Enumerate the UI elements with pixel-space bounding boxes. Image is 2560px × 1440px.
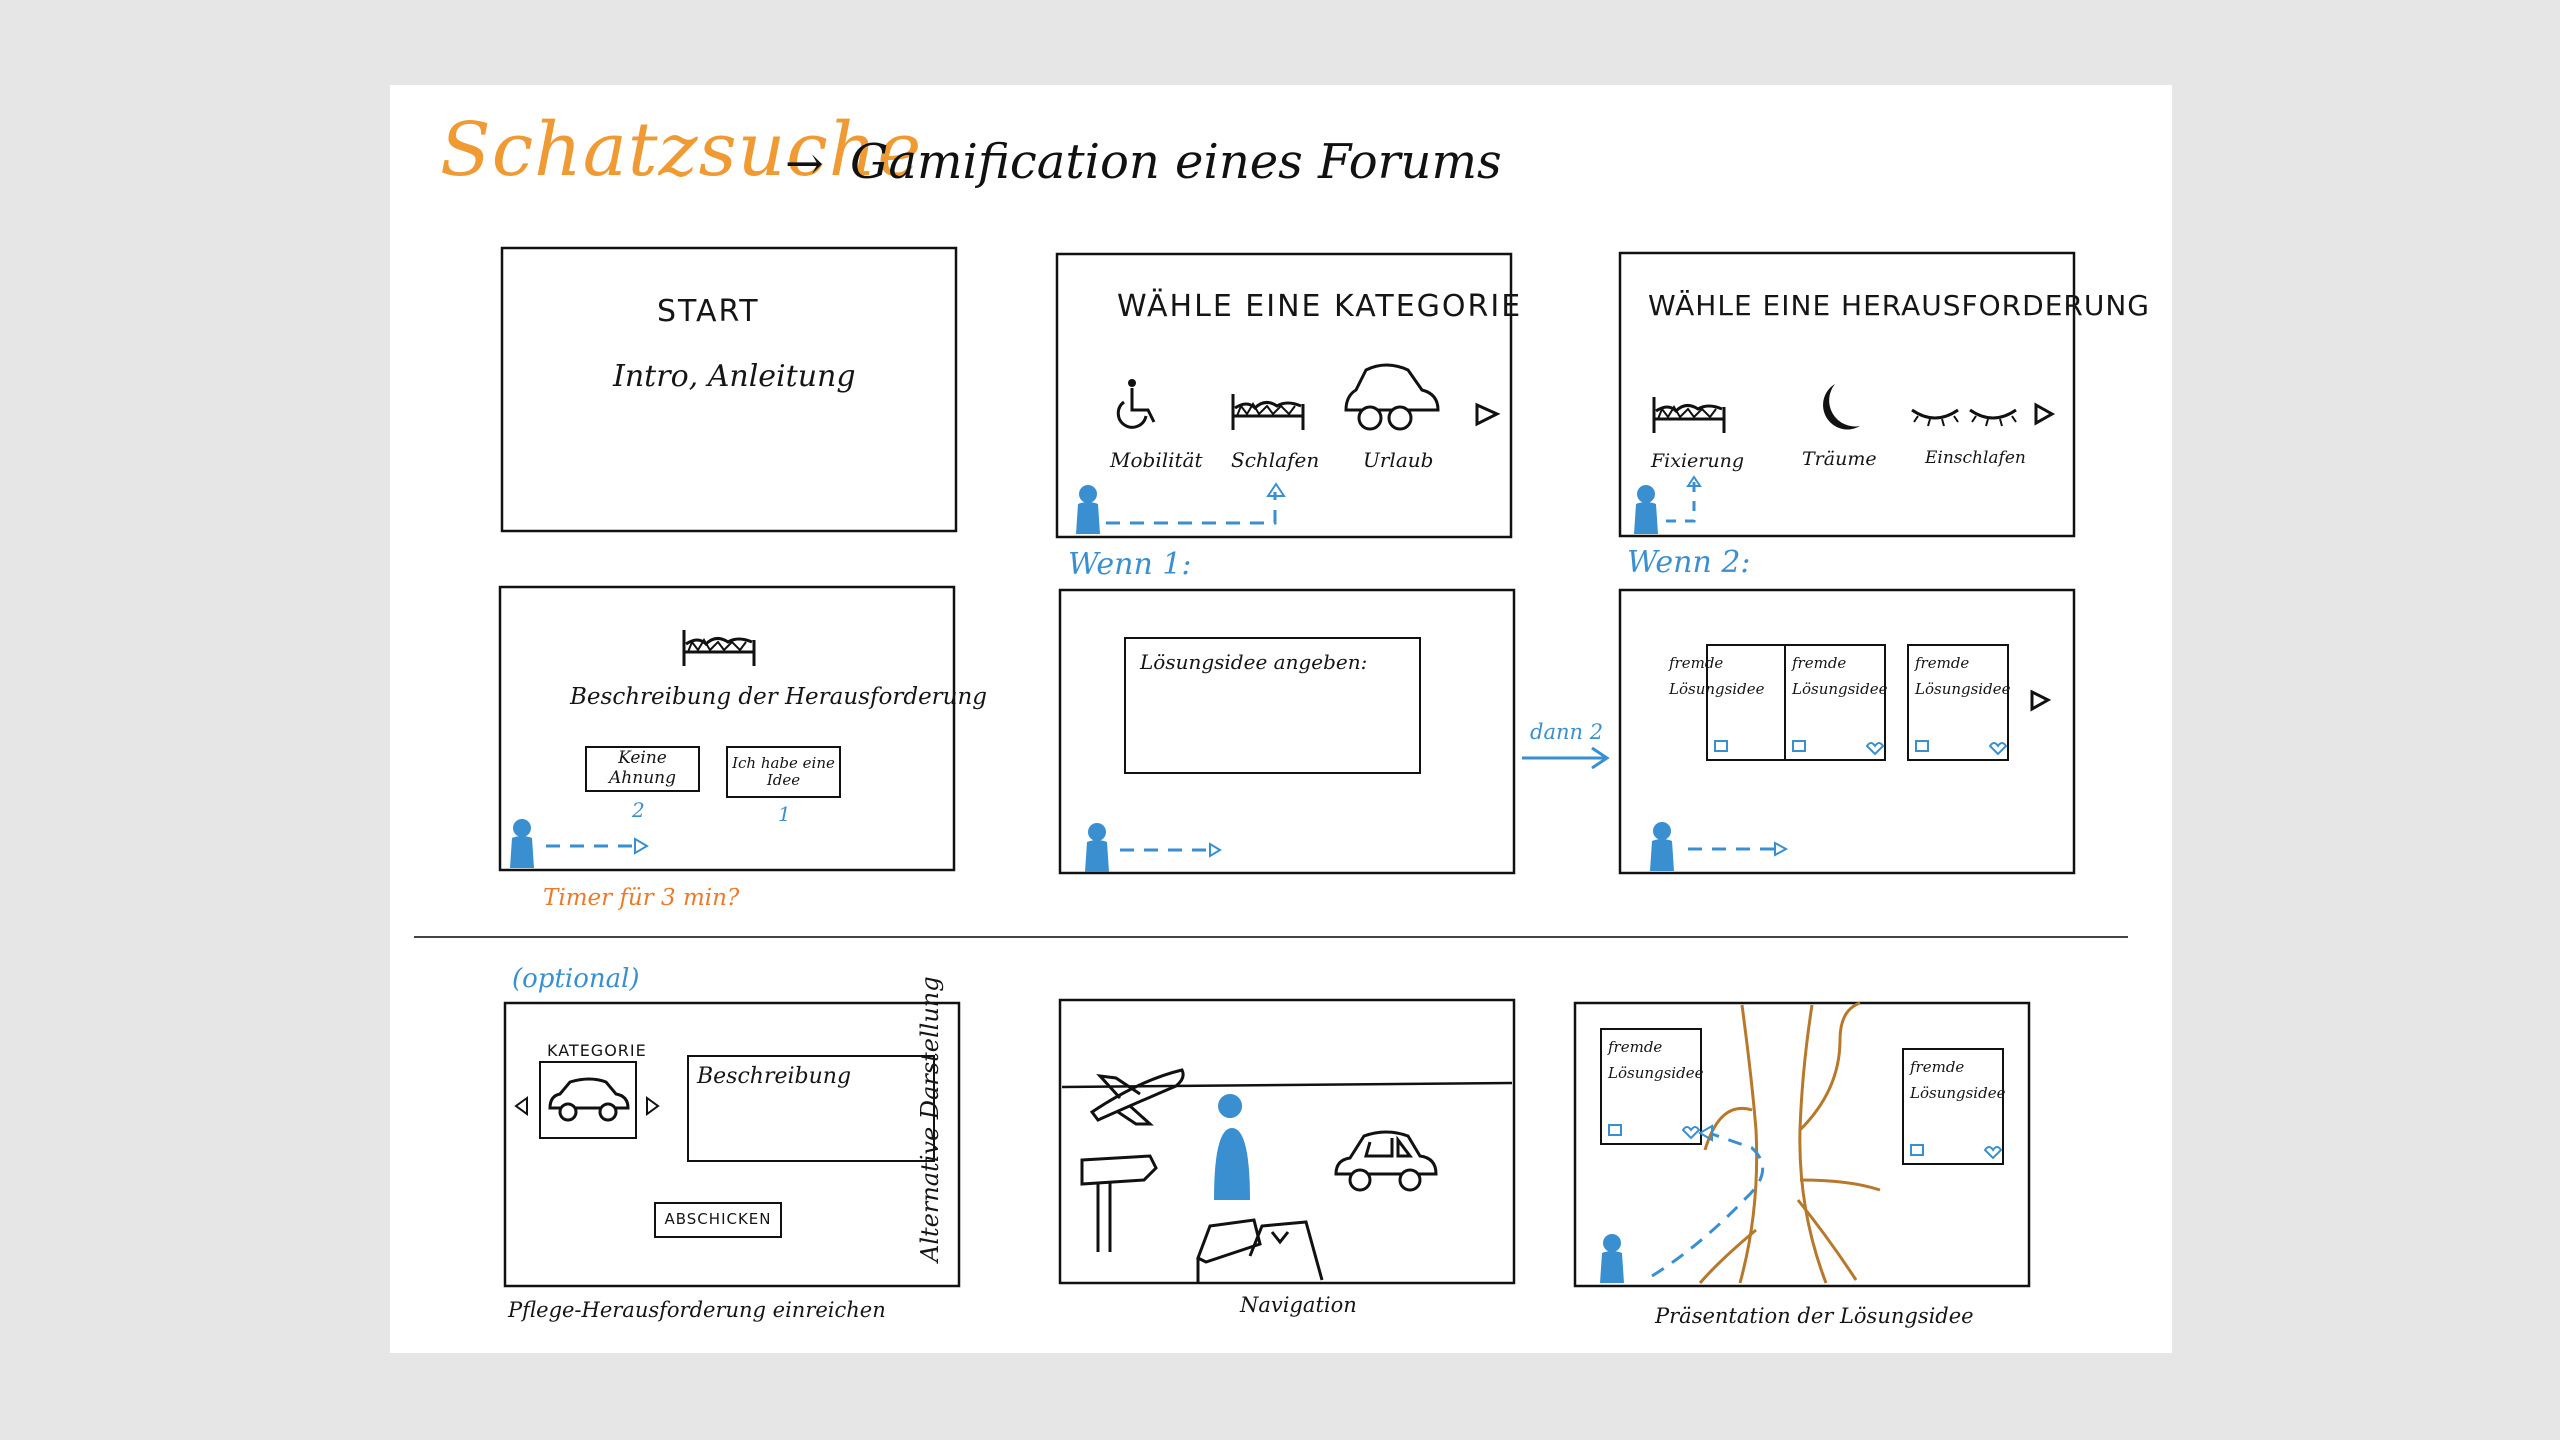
panel-wenn2 (1618, 588, 2076, 875)
keine-ahnung-button[interactable]: Keine Ahnung (585, 746, 700, 792)
moon-icon (1823, 384, 1860, 430)
panel-herausforderung (1618, 251, 2076, 538)
navigation-caption: Navigation (1240, 1293, 1357, 1317)
car-icon (548, 1077, 630, 1122)
card-title: fremde (1910, 1058, 1965, 1076)
player-figure-icon (510, 819, 534, 868)
timer-note: Timer für 3 min? (543, 885, 740, 911)
beschreibung-text: Beschreibung der Herausforderung (570, 684, 988, 710)
card-title: fremde (1792, 654, 1847, 672)
panel-start (500, 246, 958, 533)
kategorie-label-mobilitat[interactable]: Mobilität (1110, 448, 1203, 472)
herausforderung-label-traume[interactable]: Träume (1802, 448, 1877, 470)
card-subtitle: Lösungsidee (1792, 680, 1888, 698)
player-figure-icon (1634, 485, 1658, 534)
panel-wenn1 (1058, 588, 1516, 875)
panel-praesentation (1573, 1001, 2031, 1288)
idee-button[interactable]: Ich habe eine Idee (726, 746, 841, 798)
card-subtitle: Lösungsidee (1910, 1084, 2006, 1102)
herausforderung-label-einschlafen[interactable]: Einschlafen (1925, 448, 2026, 468)
car-icon (1334, 1130, 1438, 1192)
pflege-caption: Pflege-Herausforderung einreichen (508, 1298, 886, 1322)
card-subtitle: Lösungsidee (1915, 680, 2011, 698)
page-subtitle: Gamification eines Forums (850, 134, 1502, 190)
kategorie-label-schlafen[interactable]: Schlafen (1231, 448, 1320, 472)
praesentation-caption: Präsentation der Lösungsidee (1655, 1304, 1974, 1328)
wheelchair-icon (1116, 379, 1156, 429)
next-arrow-icon (2034, 402, 2056, 426)
card-title: fremde (1669, 654, 1724, 672)
tree-icon (1698, 1001, 1881, 1284)
signpost-icon (1080, 1154, 1158, 1252)
page-title: Schatzsuche (440, 107, 923, 193)
player-figure-icon (1085, 823, 1109, 872)
herausforderung-title: WÄHLE EINE HERAUSFORDERUNG (1648, 289, 2150, 322)
card-subtitle: Lösungsidee (1608, 1064, 1704, 1082)
card-subtitle: Lösungsidee (1669, 680, 1765, 698)
player-figure-icon (1076, 485, 1100, 534)
kategorie-label: KATEGORIE (547, 1041, 647, 1060)
input-losungsidee (1124, 637, 1421, 774)
abschicken-button[interactable]: ABSCHICKEN (654, 1202, 782, 1238)
next-arrow-icon (2030, 689, 2052, 712)
bed-icon (1652, 395, 1726, 435)
herausforderung-label-fixierung[interactable]: Fixierung (1651, 450, 1745, 472)
wenn1-label: Wenn 1: (1068, 547, 1192, 582)
airplane-icon (1089, 1068, 1185, 1126)
title-arrow-icon: → (785, 136, 824, 190)
treasure-chest-icon (1196, 1218, 1324, 1282)
player-figure-icon (1214, 1094, 1250, 1200)
bed-icon (1231, 392, 1305, 432)
panel-kategorie (1055, 252, 1513, 539)
player-figure-icon (1600, 1234, 1624, 1283)
dann2-arrow-icon (1522, 746, 1610, 770)
dann2-label: dann 2 (1530, 720, 1604, 744)
panel-navigation (1058, 998, 1516, 1285)
panel-beschreibung (498, 585, 956, 872)
kategorie-label-urlaub[interactable]: Urlaub (1363, 448, 1434, 472)
alternative-label: Alternative Darstellung (916, 976, 944, 1262)
closed-eyes-icon (1911, 408, 2017, 427)
wenn2-label: Wenn 2: (1627, 545, 1751, 580)
option-number-1: 1 (778, 802, 791, 826)
car-icon (1344, 363, 1440, 431)
start-title: START (657, 294, 760, 329)
card-title: fremde (1915, 654, 1970, 672)
optional-label: (optional) (512, 964, 640, 994)
beschreibung-field-label[interactable]: Beschreibung (697, 1064, 852, 1089)
kategorie-selector (539, 1061, 637, 1139)
losungsidee-input-label: Lösungsidee angeben: (1140, 650, 1368, 674)
panel-pflege (503, 1001, 961, 1288)
option-number-2: 2 (632, 798, 645, 822)
bed-icon (682, 628, 756, 668)
player-figure-icon (1650, 822, 1674, 871)
next-arrow-icon (1475, 402, 1501, 427)
card-title: fremde (1608, 1038, 1663, 1056)
prev-arrow-icon (514, 1096, 528, 1116)
beschreibung-field (687, 1055, 935, 1162)
kategorie-title: WÄHLE EINE KATEGORIE (1117, 289, 1523, 324)
next-arrow-icon (646, 1096, 660, 1116)
start-subtitle: Intro, Anleitung (613, 359, 856, 394)
